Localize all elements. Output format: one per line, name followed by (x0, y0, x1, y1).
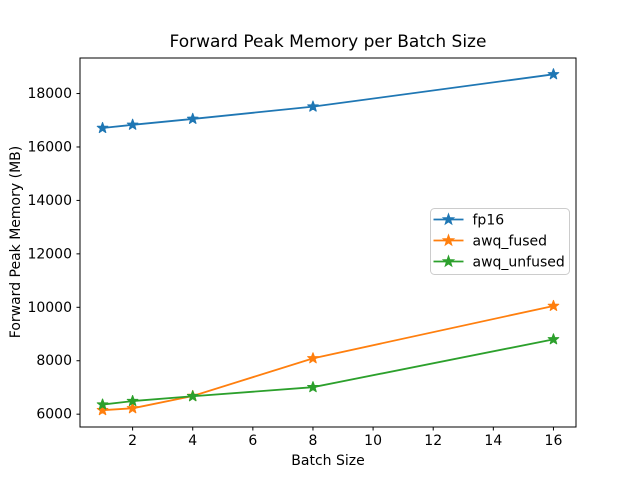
data-point-marker-fp16 (96, 121, 109, 134)
axes: 2 4 6 8 10 12 14 16 6000 8000 10000 12000 14000 16000… (27, 57, 577, 449)
x-tick-label: 2 (128, 433, 137, 449)
data-point-marker-awq_unfused (126, 394, 139, 407)
data-point-marker-awq_fused (307, 352, 319, 364)
x-tick-label: 8 (309, 433, 318, 449)
chart-title: Forward Peak Memory per Batch Size (170, 32, 487, 52)
data-point-marker-awq_fused (126, 402, 139, 414)
x-tick-label: 14 (484, 433, 502, 449)
y-tick-label: 12000 (27, 246, 72, 262)
x-tick-label: 12 (424, 433, 442, 449)
series-line-awq_fused (101, 305, 555, 412)
data-point-marker-awq_fused (547, 299, 560, 311)
x-tick-label: 10 (364, 433, 382, 449)
data-point-marker-fp16 (186, 112, 199, 124)
data-point-marker-awq_unfused (307, 381, 319, 393)
x-tick-label: 6 (248, 433, 257, 449)
legend-label-awq_unfused: awq_unfused (473, 255, 565, 271)
data-point-marker-fp16 (307, 100, 319, 112)
y-tick-label: 16000 (27, 139, 72, 155)
y-tick-label: 18000 (27, 86, 72, 102)
legend-marker-sample (441, 212, 456, 226)
x-axis-label: Batch Size (291, 453, 364, 469)
plot-area (96, 68, 560, 416)
legend-marker-sample (441, 254, 456, 268)
axes-frame (79, 57, 577, 428)
data-point-marker-awq_unfused (96, 398, 109, 410)
legend-label-fp16: fp16 (473, 213, 505, 229)
x-tick-label: 16 (545, 433, 563, 449)
legend: fp16 awq_fused awq_unfused (430, 208, 570, 275)
x-tick-label: 4 (188, 433, 197, 449)
data-point-marker-awq_unfused (186, 390, 199, 402)
y-tick-label: 6000 (36, 407, 72, 423)
data-point-marker-awq_fused (96, 404, 109, 416)
y-tick-label: 8000 (36, 353, 72, 369)
data-point-marker-awq_unfused (547, 333, 560, 345)
y-tick-label: 10000 (27, 300, 72, 316)
legend-label-awq_fused: awq_fused (473, 234, 548, 250)
y-tick-label: 14000 (27, 193, 72, 209)
series-line-fp16 (101, 73, 555, 129)
legend-box (430, 208, 570, 275)
data-point-marker-fp16 (126, 118, 139, 130)
y-axis-label: Forward Peak Memory (MB) (8, 146, 24, 338)
legend-marker-sample (441, 233, 456, 247)
data-point-marker-fp16 (547, 68, 560, 80)
series-line-awq_unfused (101, 338, 555, 406)
